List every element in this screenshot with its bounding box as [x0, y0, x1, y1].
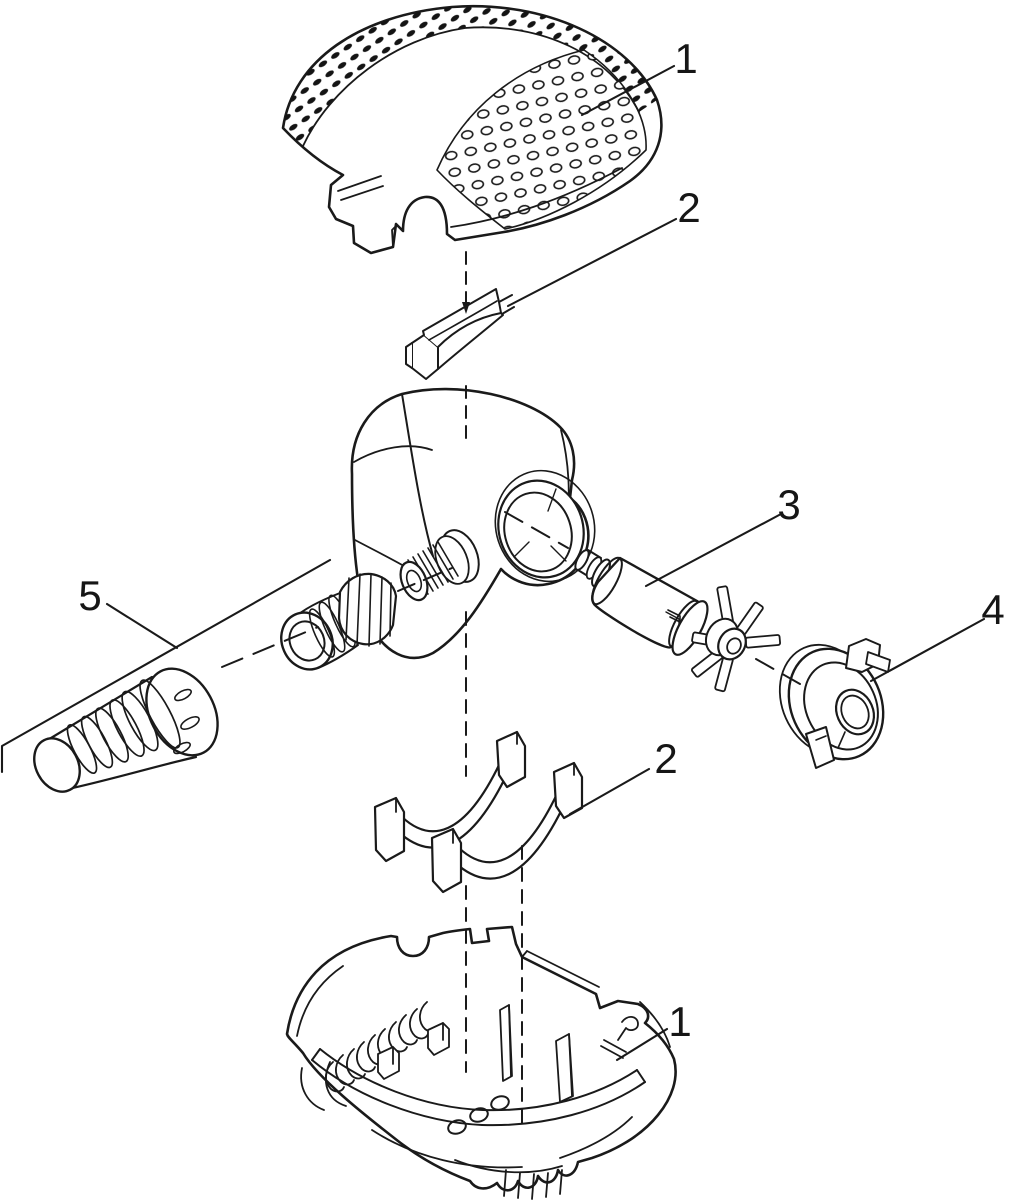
dome-step-line — [391, 224, 398, 248]
hose-tail — [33, 667, 219, 793]
shell-platform — [311, 1059, 646, 1127]
leader-4 — [869, 617, 986, 683]
union-nut — [280, 572, 398, 671]
axis-arrowhead — [462, 302, 470, 314]
leader-5-group-line — [0, 558, 332, 774]
callout-1-bottom: 1 — [668, 998, 692, 1045]
shell-foot-ribs — [503, 1169, 563, 1200]
part-bottom-shell — [285, 925, 677, 1200]
part-hose-connector-set — [33, 572, 398, 793]
callout-4: 4 — [981, 586, 1005, 633]
shell-latch-hook — [617, 1016, 639, 1041]
shell-posts — [377, 1004, 574, 1103]
leader-1-bottom — [615, 1027, 669, 1062]
part-rotor-impeller — [574, 549, 781, 693]
cap-bearing-boss — [834, 688, 876, 736]
dome-hole-face — [436, 49, 647, 230]
shell-drain-holes — [447, 1095, 510, 1135]
hose-axis-dash — [221, 626, 319, 668]
dome-skirt-line — [450, 167, 623, 228]
leader-1-top — [580, 64, 676, 117]
outlet-chamber-rim — [494, 469, 596, 583]
part-pump-housing — [350, 387, 596, 660]
dome-tab-lines — [337, 175, 384, 201]
shell-outline — [285, 925, 677, 1192]
hose-tail-collar — [145, 667, 219, 757]
outlet-threads — [407, 541, 459, 595]
part-clip-top — [405, 288, 515, 380]
callout-5: 5 — [78, 572, 102, 619]
callout-2-top: 2 — [677, 184, 701, 231]
callout-2-bottom: 2 — [654, 735, 678, 782]
cap-bottom-tab — [805, 726, 835, 769]
dome-perforated-band — [283, 6, 657, 147]
leader-2-bottom — [568, 767, 651, 816]
part-pump-cover-cap — [778, 638, 891, 769]
callout-1-top: 1 — [674, 35, 698, 82]
leader-3 — [644, 512, 783, 588]
leader-2-top — [506, 217, 678, 308]
rotor-axis-dash — [504, 511, 569, 549]
union-nut-knurl — [345, 573, 392, 647]
assembly-guides — [221, 251, 801, 1129]
leader-5 — [105, 602, 179, 650]
leader-lines — [0, 64, 986, 1062]
rotor-shaft-tip — [574, 549, 590, 571]
part-top-strainer-cover — [281, 4, 663, 255]
callout-3: 3 — [777, 481, 801, 528]
